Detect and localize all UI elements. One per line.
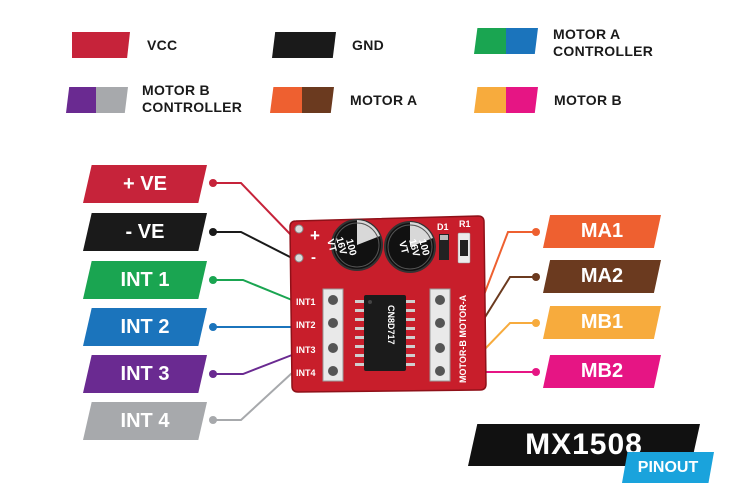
legend-swatch-vcc [72,32,130,58]
cap1-voltage: 16V [333,236,348,256]
legend-swatch-motor-a-controller [474,28,538,54]
pin-label-minus-ve: - VE [83,213,207,251]
legend-color-motor-a-controller-1 [474,28,508,54]
capacitor-2: 100 16V VT [384,221,436,273]
legend-color-motor-a-1 [270,87,304,113]
legend-color-vcc [72,32,130,58]
capacitor-1: 100 16V VT [324,219,383,271]
board-int1: INT1 [296,297,316,307]
pin-label-mb2: MB2 [543,355,661,388]
mx1508-board: + - 100 16V VT 100 16V VT D1 R1 [289,215,487,393]
wire-int1 [213,279,293,301]
motor-pin-header [429,288,451,382]
pin-label-ma1: MA1 [543,215,661,248]
chip-text: CN8D717 [386,305,396,345]
board-d1-label: D1 [437,222,449,232]
legend-color-motor-b-2 [506,87,538,113]
legend-swatch-motor-b-controller [66,87,128,113]
legend-label-gnd: GND [352,37,385,53]
cap2-value: 100 [416,238,431,257]
board-motor-label: MOTOR-B MOTOR-A [458,294,468,383]
legend-color-motor-a-2 [302,87,334,113]
board-int4: INT4 [296,368,316,378]
board-int2: INT2 [296,320,316,330]
pin-label-mb1: MB1 [543,306,661,339]
wire-int3 [213,354,293,375]
board-minus-mark: - [311,249,316,266]
wire-mb1 [481,322,536,353]
pin-label-plus-ve: + VE [83,165,207,203]
diode-d1 [439,234,449,260]
wire-minus-ve [213,231,293,259]
legend-color-motor-b-1 [474,87,508,113]
wire-int4 [213,372,293,421]
legend-label-motor-a-controller: MOTOR A CONTROLLER [553,26,654,59]
legend-color-motor-b-controller-1 [66,87,98,113]
legend-swatch-motor-a [270,87,334,113]
cap2-voltage: 16V [406,238,421,258]
wire-ma1 [481,231,536,301]
legend-color-gnd [272,32,336,58]
wire-plus-ve [213,182,292,236]
driver-ic: CN8D717 [355,295,415,371]
pin-label-int2: INT 2 [83,308,207,346]
board-int3: INT3 [296,345,316,355]
pin-label-int3: INT 3 [83,355,207,393]
legend-label-motor-b-controller: MOTOR B CONTROLLER [142,82,243,115]
wire-ma2 [481,276,536,323]
board-plus-mark: + [310,226,320,245]
cap1-value: 100 [343,238,358,257]
pin-label-int4: INT 4 [83,402,207,440]
legend-swatch-gnd [272,32,336,58]
pin-label-int1: INT 1 [83,261,207,299]
legend-color-motor-a-controller-2 [506,28,538,54]
cap2-brand: VT [396,240,410,255]
diagram-subtitle: PINOUT [622,452,714,483]
legend-color-motor-b-controller-2 [96,87,128,113]
legend-swatch-motor-b [474,87,538,113]
cap1-brand: VT [324,238,338,253]
board-r1-label: R1 [459,219,471,229]
pin-label-ma2: MA2 [543,260,661,293]
int-pin-header [322,288,344,382]
legend-label-motor-b: MOTOR B [554,92,622,108]
legend-label-vcc: VCC [147,37,178,53]
legend-label-motor-a: MOTOR A [350,92,418,108]
